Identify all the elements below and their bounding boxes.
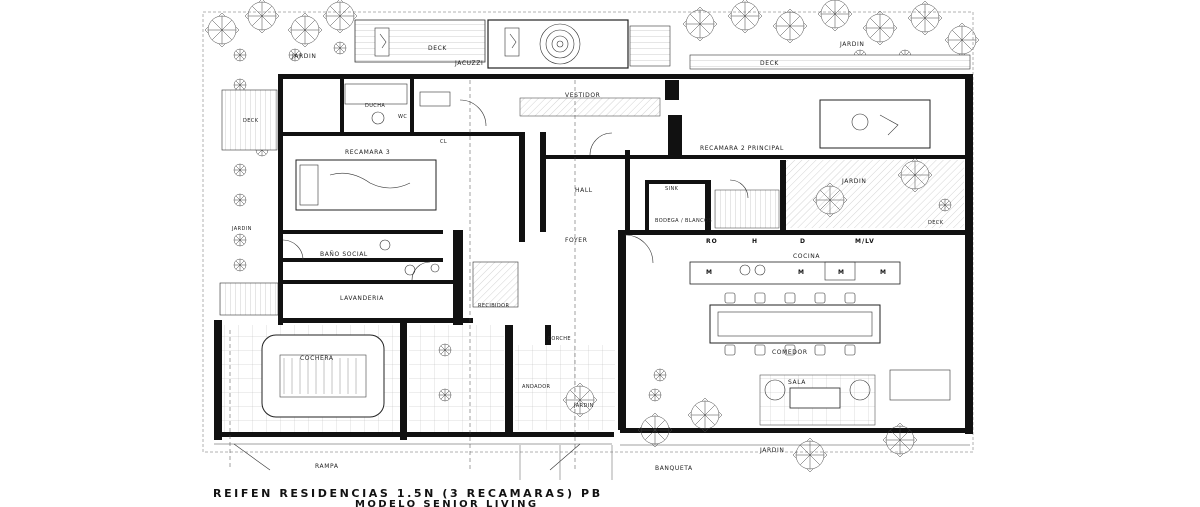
label-foyer: FOYER: [565, 237, 587, 244]
label-wc: WC: [398, 114, 407, 120]
label-vestidor: VESTIDOR: [565, 92, 600, 99]
label-deck-top-left: DECK: [428, 45, 447, 52]
kitchen-code-m2: M: [798, 269, 805, 276]
label-bano-social: BAÑO SOCIAL: [320, 251, 368, 258]
exterior-walls: [214, 74, 973, 440]
label-porche: PORCHE: [548, 336, 571, 342]
label-jardin-top-left: JARDIN: [291, 53, 316, 60]
kitchen-code-h: H: [752, 238, 758, 245]
car-icon: [261, 334, 385, 418]
label-cochera: COCHERA: [300, 355, 334, 362]
bed-recamara-3: [295, 159, 437, 211]
garden-trees-top-left: [204, 0, 358, 62]
label-jardin-right: JARDIN: [841, 178, 866, 185]
label-recibidor: RECIBIDOR: [478, 303, 509, 309]
bed-recamara-principal: [819, 99, 931, 149]
door-swings: [282, 99, 749, 281]
label-jardin-left: JARDIN: [231, 226, 252, 232]
label-jardin-bottom: JARDIN: [759, 447, 784, 454]
kitchen-code-m4: M: [880, 269, 887, 276]
kitchen-code-ro: RO: [706, 238, 718, 245]
label-jardin-front: JARDIN: [573, 403, 594, 409]
label-hall: HALL: [575, 187, 593, 194]
garden-trees-top-right: [682, 0, 980, 63]
lounge-chairs: [374, 27, 520, 57]
interior-walls: [283, 79, 965, 435]
kitchen-code-m1: M: [706, 269, 713, 276]
label-deck-top-right: DECK: [760, 60, 779, 67]
living-room-set: [759, 369, 951, 426]
label-jardin-top-right: JARDIN: [839, 41, 864, 48]
label-banqueta: BANQUETA: [655, 465, 693, 472]
drawing-title: REIFEN RESIDENCIAS 1.5N (3 RECAMARAS) PB: [213, 487, 603, 500]
drawing-subtitle: MODELO SENIOR LIVING: [355, 499, 539, 507]
label-jacuzzi: JACUZZI: [454, 60, 483, 67]
bathroom-fixtures: [344, 83, 661, 276]
label-recamara-3: RECAMARA 3: [345, 149, 390, 156]
label-cocina: COCINA: [793, 253, 820, 260]
label-deck-left: DECK: [243, 118, 259, 124]
label-rampa: RAMPA: [315, 463, 339, 470]
kitchen-code-mlv: M/LV: [855, 238, 875, 245]
label-recamara-principal: RECAMARA 2 PRINCIPAL: [700, 145, 784, 152]
kitchen-island: [689, 261, 901, 285]
kitchen-code-m3: M: [838, 269, 845, 276]
dining-table: [709, 292, 881, 356]
label-comedor: COMEDOR: [772, 349, 808, 356]
label-sala: SALA: [788, 379, 806, 386]
label-sink: SINK: [665, 186, 679, 192]
dimension-lines: [229, 80, 576, 470]
label-bodega: BODEGA / BLANCOS: [655, 218, 712, 224]
label-cl: CL: [440, 139, 447, 145]
kitchen-code-d: D: [800, 238, 806, 245]
label-deck-right: DECK: [928, 220, 944, 226]
jacuzzi-rings: [539, 23, 581, 65]
label-ducha: DUCHA: [365, 103, 385, 109]
label-lavanderia: LAVANDERIA: [340, 295, 384, 302]
label-andador: ANDADOR: [522, 384, 551, 390]
